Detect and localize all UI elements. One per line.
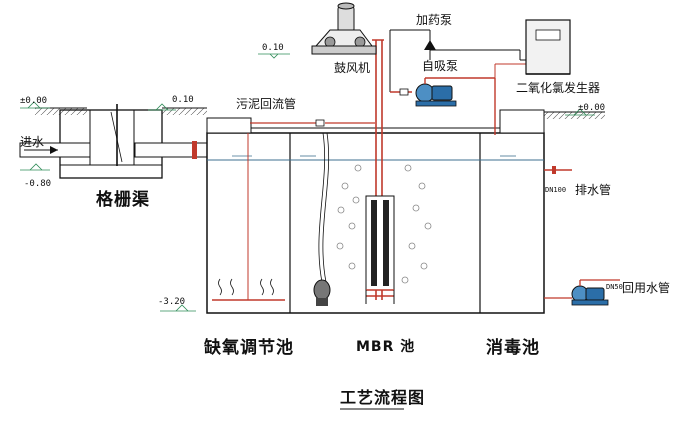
label-sludge-return: 污泥回流管 [236, 97, 297, 111]
label-mbr-tank: MBR 池 [356, 339, 416, 355]
level-blower: 0.10 [262, 43, 284, 53]
label-drain-pipe: 排水管 [575, 183, 612, 197]
level-grid-top: 0.10 [172, 95, 194, 105]
inlet-pipe [19, 141, 231, 159]
chlorine-dioxide-generator [520, 19, 571, 75]
label-disinfection-tank: 消毒池 [486, 338, 540, 358]
label-grid-channel: 格栅渠 [96, 190, 150, 210]
label-reuse-pipe: 回用水管 [622, 281, 671, 295]
blower [258, 2, 384, 59]
grid-channel [59, 104, 163, 179]
level-ground-right: ±0.00 [578, 103, 606, 113]
label-inlet: 进水 [20, 135, 45, 149]
drain-pipe [544, 166, 572, 174]
mbr-module [365, 40, 395, 304]
label-blower: 鼓风机 [334, 61, 371, 75]
dosing-pump-icon [424, 40, 436, 50]
submersible-pump [313, 279, 331, 301]
label-chlorine-dioxide-generator: 二氧化氯发生器 [516, 81, 601, 95]
reuse-pump [544, 279, 620, 306]
label-anoxic-tank: 缺氧调节池 [204, 338, 294, 358]
diagram-title: 工艺流程图 [340, 388, 426, 407]
level-ground-left: ±0.00 [20, 96, 48, 106]
level-inlet-invert: -0.80 [24, 179, 52, 189]
label-drain-size: DN100 [545, 186, 567, 194]
sludge-return-line [250, 119, 375, 306]
dosing-pump-group [389, 29, 521, 92]
label-reuse-size: DN50 [606, 283, 623, 291]
label-dosing-pump: 加药泵 [416, 13, 453, 27]
level-bottom: -3.20 [158, 297, 186, 307]
label-self-priming-pump: 自吸泵 [422, 59, 459, 73]
mbr-bubbles [336, 164, 432, 284]
self-priming-pump [390, 63, 545, 135]
pipe-flange [192, 141, 197, 159]
level-markers [20, 101, 595, 312]
anoxic-aeration [212, 133, 285, 301]
